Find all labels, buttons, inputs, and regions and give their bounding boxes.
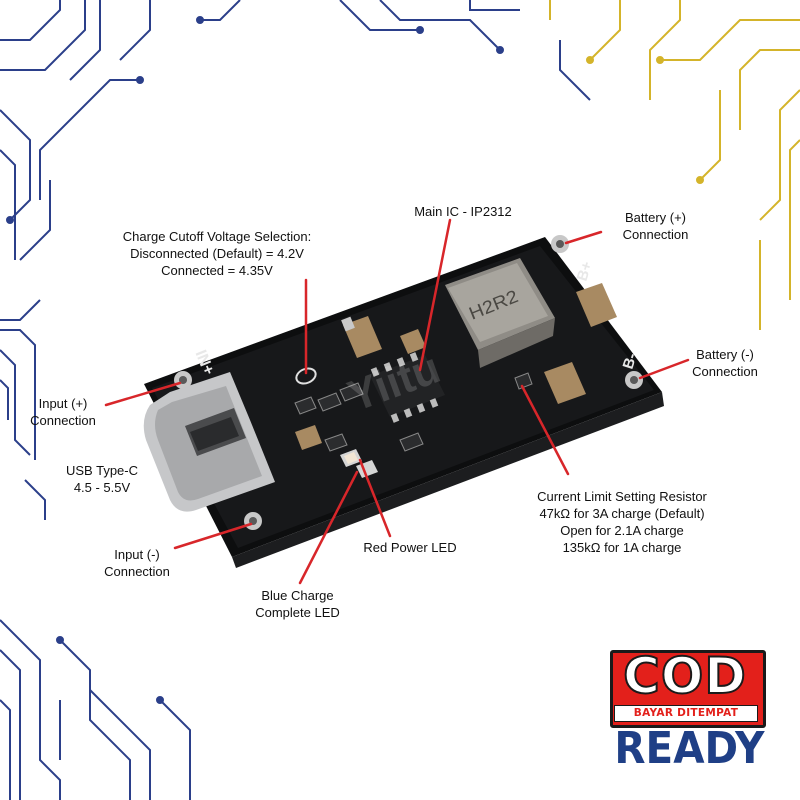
main-ic-chip [370,352,445,423]
usb-type-c-connector [143,372,275,512]
input-plus-label: Input (+) Connection [30,396,96,428]
red-power-led-label: Red Power LED [363,540,457,555]
smd-resistors [294,372,533,452]
silk-b-plus: B+ [574,259,596,283]
capacitor [341,316,382,358]
cod-text: COD [622,647,747,705]
pointer-input-minus [173,522,253,550]
capacitor [576,283,617,327]
pointer-main-ic [418,218,452,372]
cutoff-voltage-label: Charge Cutoff Voltage Selection: Disconn… [122,229,312,278]
cod-subtitle: BAYAR DITEMPAT [614,705,758,722]
red-power-led [340,449,362,467]
capacitor [295,425,322,450]
pointer-red-led [358,458,392,538]
circuit-traces-top-left [0,0,241,321]
cutoff-solder-jumper [295,367,317,385]
circuit-traces-left [0,329,46,520]
silk-b-minus: B- [620,351,641,371]
capacitor [400,329,426,354]
charger-module-pcb: H2R2 [143,235,664,568]
main-ic-label: Main IC - IP2312 [414,204,512,219]
current-limit-label: Current Limit Setting Resistor 47kΩ for … [537,489,707,555]
battery-plus-label: Battery (+) Connection [622,210,689,242]
pointer-input-plus [104,381,182,407]
ready-text: READY [614,723,765,774]
circuit-traces-bottom-left [0,619,191,800]
capacitor [544,362,586,404]
usb-type-c-label: USB Type-C 4.5 - 5.5V [65,463,138,495]
blue-charge-led-label: Blue Charge Complete LED [255,588,340,620]
cod-badge: COD BAYAR DITEMPAT [610,647,766,730]
circuit-traces-top-right [549,0,800,330]
input-minus-label: Input (-) Connection [104,547,170,579]
pointer-lines [104,218,690,585]
pointer-current-limit [520,384,570,476]
pointer-battery-minus [638,358,690,380]
circuit-traces-top-center [339,0,591,101]
inductor: H2R2 [445,258,555,368]
pointer-blue-led [298,470,359,585]
battery-minus-label: Battery (-) Connection [692,347,758,379]
pointer-battery-plus [564,230,603,245]
